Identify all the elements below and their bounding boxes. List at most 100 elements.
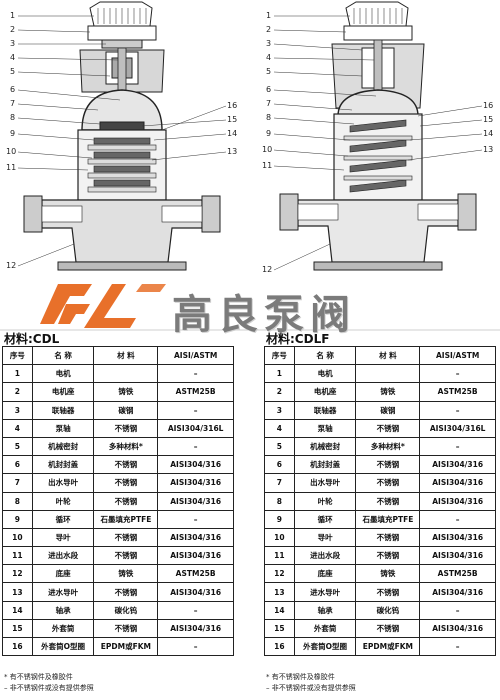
cell-part-name: 进水导叶 — [31, 582, 95, 602]
cell-material: 不锈钢 — [93, 582, 159, 602]
cell-material — [93, 364, 159, 384]
cdl-material-title: 材料:CDL — [4, 332, 60, 346]
cell-part-name: 泵轴 — [31, 418, 95, 438]
note-stainless-rubber: * 有不锈钢件及橡胶件 — [266, 673, 335, 681]
cell-material: 碳钢 — [355, 400, 421, 420]
cell-part-name: 底座 — [293, 564, 357, 584]
cell-no: 8 — [2, 491, 33, 511]
cell-part-name: 外套筒 — [31, 618, 95, 639]
cell-no: 15 — [264, 618, 295, 639]
cell-no: 14 — [2, 600, 33, 620]
callout-14: 14 — [227, 129, 238, 138]
cell-material: 铸铁 — [355, 564, 421, 584]
cdlf-material-title: 材料:CDLF — [266, 332, 330, 346]
cell-aisi-astm: – — [419, 436, 496, 457]
cell-part-name: 出水导叶 — [293, 473, 357, 493]
gl-logo-mark — [0, 284, 500, 331]
cell-part-name: 联轴器 — [293, 400, 357, 420]
cdl-pump-drawing-svg — [17, 1, 227, 271]
cdlf-table-notes: * 有不锈钢件及橡胶件 – 非不锈钢件或没有提供参照 — [266, 672, 356, 694]
cell-material: 不锈钢 — [93, 455, 159, 475]
cell-material: 铸铁 — [355, 382, 421, 402]
cell-part-name: 机封封盖 — [293, 455, 357, 475]
cell-aisi-astm: AISI304/316 — [157, 582, 234, 602]
cell-material: 石墨填充PTFE — [355, 509, 421, 529]
cell-aisi-astm: AISI304/316 — [419, 527, 496, 548]
cell-aisi-astm: AISI304/316 — [157, 546, 234, 566]
cell-no: 14 — [264, 600, 295, 620]
cell-material: 不锈钢 — [355, 618, 421, 639]
cell-no: 2 — [264, 382, 295, 402]
cell-material: 碳钢 — [93, 400, 159, 420]
cell-material: 碳化钨 — [355, 600, 421, 620]
cell-part-name: 叶轮 — [293, 491, 357, 511]
cell-part-name: 外套筒O型圈 — [31, 636, 95, 657]
cell-part-name: 进水导叶 — [293, 582, 357, 602]
cell-aisi-astm: AISI304/316 — [157, 527, 234, 548]
callout-2: 2 — [10, 25, 16, 34]
header-name: 名 称 — [293, 345, 357, 366]
cell-no: 10 — [264, 527, 295, 548]
cell-part-name: 外套筒 — [293, 618, 357, 639]
callout-11: 11 — [6, 163, 17, 172]
cell-no: 9 — [264, 509, 295, 529]
cell-no: 13 — [264, 582, 295, 602]
cell-aisi-astm: – — [419, 600, 496, 620]
cell-material: 不锈钢 — [355, 491, 421, 511]
header-name: 名 称 — [31, 345, 95, 366]
header-material: 材 料 — [355, 345, 421, 366]
cell-material: 不锈钢 — [93, 418, 159, 438]
cell-no: 11 — [2, 546, 33, 566]
cell-no: 4 — [264, 418, 295, 438]
cell-part-name: 进出水段 — [31, 546, 95, 566]
cell-no: 8 — [264, 491, 295, 511]
cell-aisi-astm: AISI304/316 — [157, 618, 234, 639]
cell-part-name: 外套筒O型圈 — [293, 636, 357, 657]
callout-3: 3 — [266, 39, 272, 48]
cell-no: 12 — [2, 564, 33, 584]
callout-12: 12 — [6, 261, 17, 270]
cdlf-pump-drawing-svg — [273, 1, 483, 271]
cdl-sectional-drawing: 1 2 3 4 5 6 7 8 9 10 11 12 13 14 15 16 — [2, 0, 242, 286]
cell-no: 6 — [2, 455, 33, 475]
cell-aisi-astm: AISI304/316 — [419, 455, 496, 475]
cell-material: 不锈钢 — [93, 491, 159, 511]
header-no: 序号 — [264, 345, 295, 366]
cell-aisi-astm: AISI304/316L — [419, 418, 496, 438]
header-aisi-astm: AISI/ASTM — [157, 345, 234, 366]
cell-part-name: 出水导叶 — [31, 473, 95, 493]
note-stainless-rubber: * 有不锈钢件及橡胶件 — [4, 673, 73, 681]
cell-material: 不锈钢 — [355, 546, 421, 566]
cell-no: 12 — [264, 564, 295, 584]
cell-part-name: 机封封盖 — [31, 455, 95, 475]
cell-aisi-astm: – — [157, 600, 234, 620]
callout-16: 16 — [483, 101, 494, 110]
callout-7: 7 — [266, 99, 272, 108]
cell-material: 碳化钨 — [93, 600, 159, 620]
cell-aisi-astm: AISI304/316 — [157, 455, 234, 475]
header-material: 材 料 — [93, 345, 159, 366]
